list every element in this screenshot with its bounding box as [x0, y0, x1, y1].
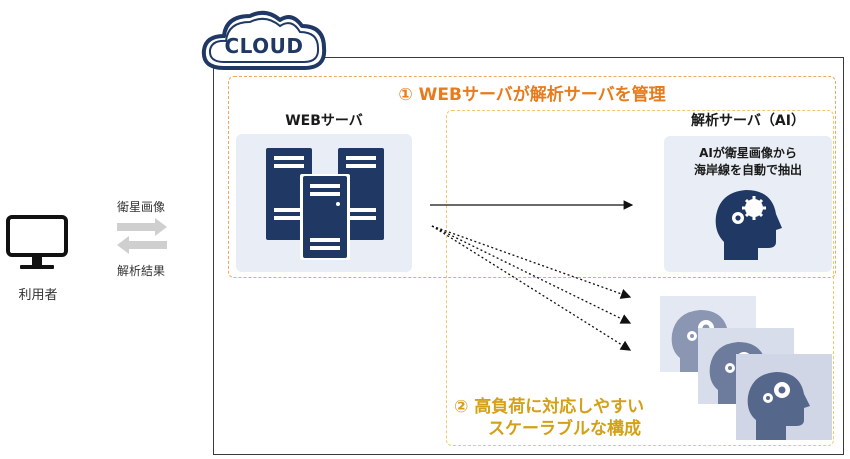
management-region	[228, 76, 836, 278]
response-label: 解析結果	[116, 264, 165, 278]
cloud-label: CLOUD	[224, 34, 304, 58]
ai-head-gears-icon	[715, 190, 782, 260]
monitor-icon	[6, 215, 68, 269]
scalable-region-title: ② 高負荷に対応しやすい スケーラブルな構成	[454, 396, 694, 440]
scaled-ai-heads-icon	[660, 296, 832, 440]
request-label: 衛星画像	[116, 200, 165, 214]
ai-desc-line2: 海岸線を自動で抽出	[693, 163, 802, 177]
ai-server-label: 解析サーバ（AI）	[691, 113, 805, 129]
scale-arrow-1	[431, 225, 632, 299]
ai-server-description: AIが衛星画像から 海岸線を自動で抽出	[664, 145, 832, 179]
cloud-icon	[201, 10, 327, 70]
scalable-region	[446, 110, 834, 446]
scale-arrow-3	[431, 225, 632, 351]
management-region-title: ① WEBサーバが解析サーバを管理	[398, 85, 666, 105]
user-label: 利用者	[18, 288, 58, 303]
ai-desc-line1: AIが衛星画像から	[699, 146, 797, 160]
scalable-title-line2: スケーラブルな構成	[488, 419, 641, 439]
scale-arrow-2	[431, 225, 632, 324]
scaled-head-3	[736, 354, 832, 440]
web-server-label: WEBサーバ	[285, 113, 363, 129]
scalable-title-line1: ② 高負荷に対応しやすい	[454, 397, 645, 417]
server-rack-icon	[266, 148, 384, 260]
bidirectional-arrows-icon	[117, 218, 167, 254]
